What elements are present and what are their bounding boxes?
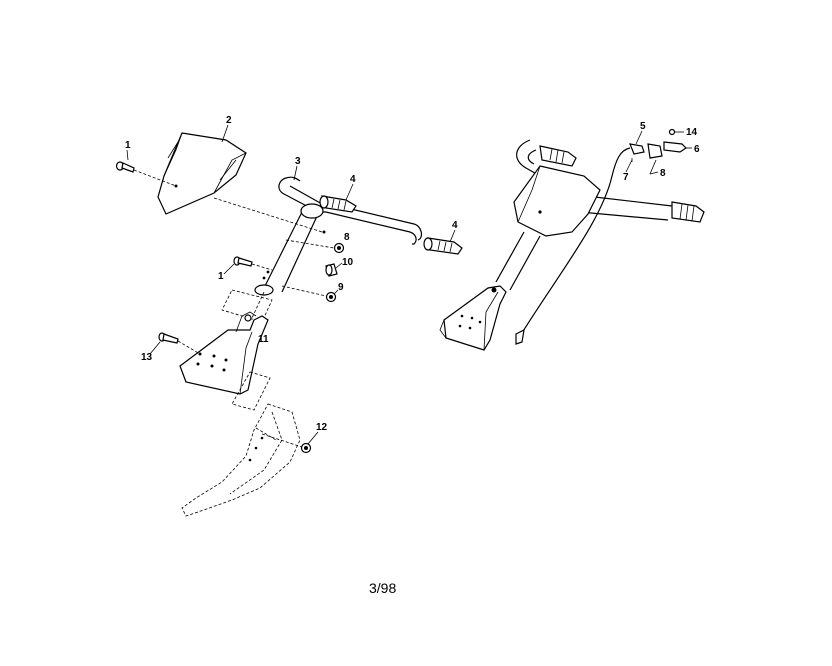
footer-date: 3/98 [369,580,397,596]
callout-1-lower: 1 [218,271,224,282]
callout-4-lower: 4 [452,220,458,231]
frame-existing-part [181,403,301,517]
assembled-handlebar-view [439,128,705,351]
callout-10: 10 [342,257,354,268]
spacer-part-10 [325,263,338,277]
callout-11: 11 [258,334,269,345]
callout-5: 5 [640,121,646,132]
mounting-bracket-part [179,311,269,395]
callout-1-top: 1 [125,140,131,151]
callout-9: 9 [338,282,344,293]
callout-8-left: 8 [344,232,350,243]
callout-3: 3 [295,156,301,167]
callout-12: 12 [316,422,328,433]
screw-part-top [115,161,177,187]
callout-labels: 1 2 3 4 4 8 10 1 9 11 13 12 5 14 6 7 8 [125,115,700,445]
nut-part-8 [285,239,345,254]
callout-13: 13 [141,352,153,363]
bolt-part-1-lower [233,256,273,280]
callout-6: 6 [694,144,700,155]
callout-2: 2 [226,115,232,126]
callout-4-upper: 4 [350,174,356,185]
bolt-part-13 [158,332,201,355]
console-cover-part [157,132,247,215]
grip-part-upper [319,195,357,213]
callout-7: 7 [623,172,629,183]
callout-8-right: 8 [660,168,666,179]
callout-14: 14 [686,127,698,138]
nut-part-9 [281,285,337,303]
nut-part-12 [261,433,312,454]
grip-part-lower [423,237,463,255]
handlebar-part [213,176,423,296]
